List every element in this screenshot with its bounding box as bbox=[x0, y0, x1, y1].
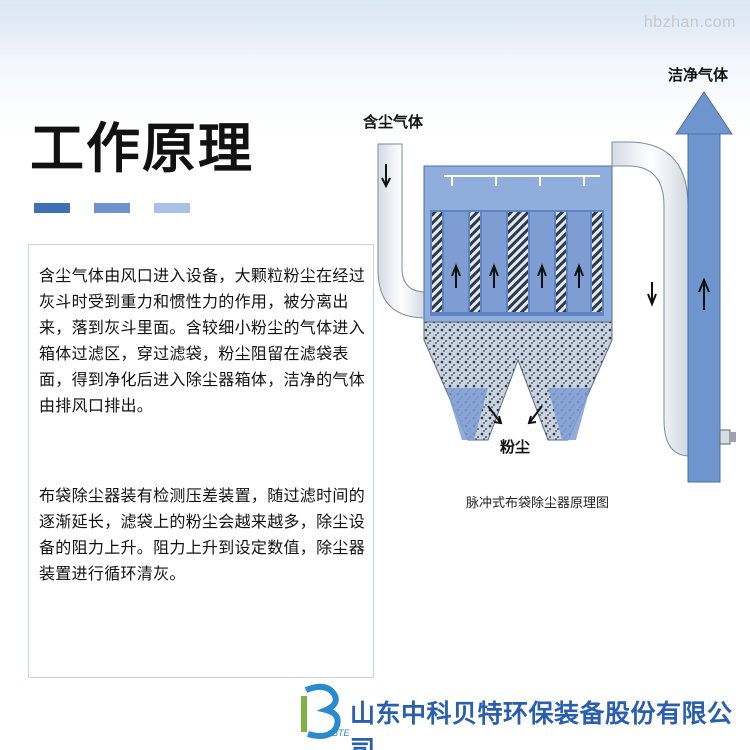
filter-housing bbox=[423, 165, 613, 323]
label-dusty-gas: 含尘气体 bbox=[363, 113, 424, 131]
text-panel: 含尘气体由风口进入设备，大颗粒粉尘在经过灰斗时受到重力和惯性力的作用，被分离出来… bbox=[28, 244, 374, 678]
company-name: 山东中科贝特环保装备股份有限公司 bbox=[350, 699, 733, 750]
accent-bar-light bbox=[154, 203, 190, 213]
page-title: 工作原理 bbox=[30, 117, 254, 180]
dust-hoppers bbox=[423, 321, 613, 441]
outlet-pipe bbox=[611, 141, 691, 457]
paragraph-cleaning: 布袋除尘器装有检测压差装置，随过滤时间的逐渐延长，滤袋上的粉尘会越来越多，除尘设… bbox=[39, 486, 366, 583]
top-band bbox=[0, 0, 750, 60]
dust-collector-diagram bbox=[377, 91, 736, 483]
accent-bar-dark bbox=[34, 203, 70, 213]
accent-bar-mid bbox=[94, 203, 130, 213]
exhaust-chimney bbox=[675, 91, 736, 483]
label-clean-gas: 洁净气体 bbox=[668, 66, 729, 84]
logo-abbreviation: BTE bbox=[332, 728, 350, 738]
company-logo-icon bbox=[301, 683, 341, 739]
label-dust: 粉尘 bbox=[500, 438, 531, 456]
diagram-caption: 脉冲式布袋除尘器原理图 bbox=[466, 496, 610, 511]
accent-bars bbox=[34, 203, 194, 213]
inlet-pipe bbox=[377, 143, 427, 319]
watermark: hbzhan.com bbox=[643, 14, 736, 31]
paragraph-principle: 含尘气体由风口进入设备，大颗粒粉尘在经过灰斗时受到重力和惯性力的作用，被分离出来… bbox=[39, 266, 366, 415]
